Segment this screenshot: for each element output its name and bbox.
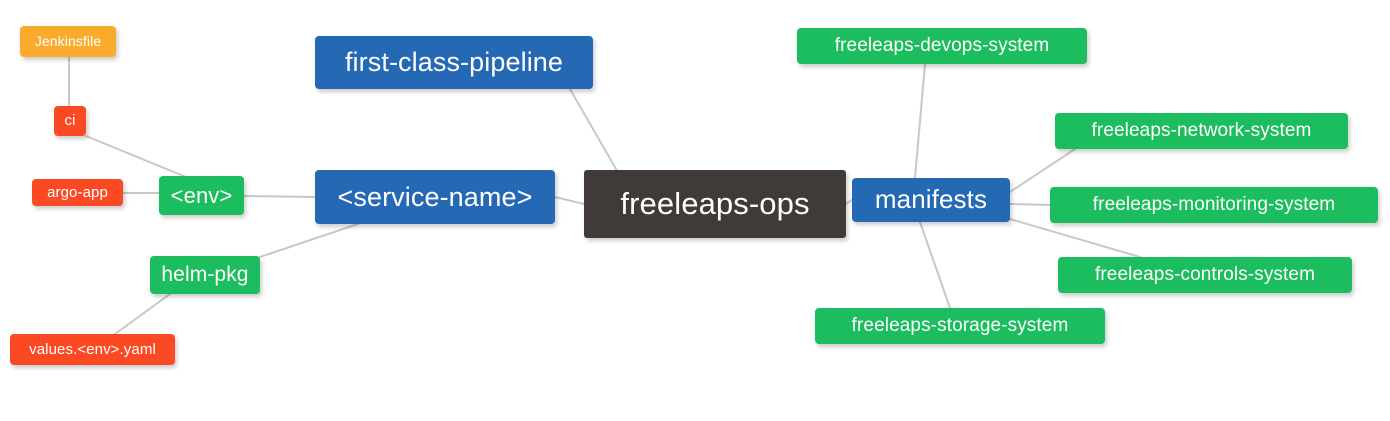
edge-service-name-to-helm-pkg (244, 223, 359, 263)
node-service-name[interactable]: <service-name> (315, 170, 555, 224)
node-freeleaps-monitoring-system[interactable]: freeleaps-monitoring-system (1050, 187, 1378, 223)
edge-freeleaps-ops-to-service-name (554, 196, 585, 205)
node-label: first-class-pipeline (344, 47, 564, 78)
node-label: <service-name> (337, 181, 533, 212)
node-label: values.<env>.yaml (29, 340, 156, 358)
edge-service-name-to-env (243, 195, 316, 198)
edge-manifests-to-freeleaps-storage-system (919, 221, 951, 309)
edge-manifests-to-freeleaps-controls-system (1009, 218, 1141, 258)
node-env[interactable]: <env> (159, 176, 244, 215)
edge-env-to-ci (85, 135, 187, 178)
node-label: freeleaps-network-system (1091, 120, 1312, 142)
node-label: Jenkinsfile (34, 33, 102, 50)
node-freeleaps-controls-system[interactable]: freeleaps-controls-system (1058, 257, 1352, 293)
node-values-env-yaml[interactable]: values.<env>.yaml (10, 334, 175, 365)
node-label: <env> (170, 182, 233, 208)
node-label: freeleaps-storage-system (851, 315, 1069, 337)
edge-manifests-to-freeleaps-devops-system (914, 63, 926, 179)
node-freeleaps-network-system[interactable]: freeleaps-network-system (1055, 113, 1348, 149)
node-label: freeleaps-monitoring-system (1092, 194, 1336, 216)
node-freeleaps-devops-system[interactable]: freeleaps-devops-system (797, 28, 1087, 64)
edge-manifests-to-freeleaps-network-system (1009, 148, 1076, 193)
node-jenkinsfile[interactable]: Jenkinsfile (20, 26, 116, 57)
edge-freeleaps-ops-to-first-class-pipeline (569, 88, 621, 177)
node-label: freeleaps-devops-system (834, 35, 1050, 57)
node-first-class-pipeline[interactable]: first-class-pipeline (315, 36, 593, 89)
node-freeleaps-ops[interactable]: freeleaps-ops (584, 170, 846, 238)
node-ci[interactable]: ci (54, 106, 86, 136)
node-label: helm-pkg (161, 262, 249, 286)
node-label: ci (64, 112, 76, 130)
node-label: argo-app (47, 183, 108, 201)
node-manifests[interactable]: manifests (852, 178, 1010, 222)
node-helm-pkg[interactable]: helm-pkg (150, 256, 260, 294)
node-label: freeleaps-controls-system (1094, 264, 1316, 286)
edge-helm-pkg-to-values-env-yaml (114, 293, 171, 335)
node-label: manifests (874, 184, 988, 215)
node-label: freeleaps-ops (620, 185, 810, 221)
node-argo-app[interactable]: argo-app (32, 179, 123, 206)
node-freeleaps-storage-system[interactable]: freeleaps-storage-system (815, 308, 1105, 344)
edge-manifests-to-freeleaps-monitoring-system (1009, 203, 1051, 206)
